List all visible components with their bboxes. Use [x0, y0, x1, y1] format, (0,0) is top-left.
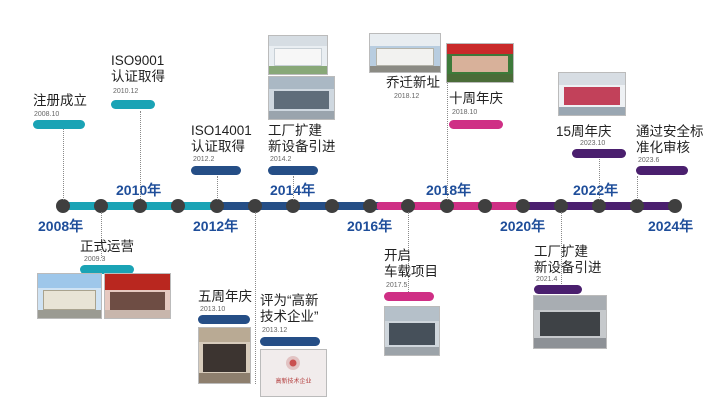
year-label-2008: 2008年 [38, 218, 84, 234]
year-label-2020: 2020年 [500, 218, 546, 234]
event-title: 通过安全标 [636, 124, 704, 139]
certificate-photo: 高新技术企业 [260, 349, 327, 397]
event-title: 认证取得 [111, 69, 165, 84]
new-equipment-photo [268, 76, 335, 120]
event-title: ISO9001 [111, 53, 165, 68]
event-date-bar [449, 120, 503, 129]
timeline-node [133, 199, 147, 213]
year-label-2010: 2010年 [116, 182, 162, 198]
connector-line [561, 212, 562, 292]
certificate-text: 高新技术企业 [275, 379, 312, 385]
timeline-node [325, 199, 339, 213]
timeline-node [171, 199, 185, 213]
event-date: 2010.12 [113, 88, 139, 95]
tenth-anniversary-group-photo [446, 43, 514, 83]
event-date-bar [33, 120, 85, 129]
fifteenth-anniversary-photo [558, 72, 626, 116]
certificate-emblem-icon [286, 356, 300, 370]
event-date: 2018.12 [394, 93, 420, 100]
event-date: 2012.2 [193, 156, 215, 163]
year-label-2016: 2016年 [347, 218, 393, 234]
event-date: 2018.10 [452, 109, 478, 116]
new-site-building-photo [369, 33, 441, 73]
timeline-node [516, 199, 530, 213]
event-title: 车载项目 [384, 264, 438, 279]
event-date-bar [191, 166, 241, 175]
event-title: 评为“高新 [260, 293, 319, 308]
event-title: 新设备引进 [534, 260, 602, 275]
event-title: 注册成立 [33, 93, 87, 108]
year-label-2024: 2024年 [648, 218, 694, 234]
factory-interior-photo [268, 35, 328, 75]
timeline-node [668, 199, 682, 213]
year-label-2022: 2022年 [573, 182, 619, 198]
year-label-2012: 2012年 [193, 218, 239, 234]
event-date-bar [534, 285, 582, 294]
connector-line [408, 212, 409, 292]
event-date: 2021.4 [536, 276, 558, 283]
timeline-node [401, 199, 415, 213]
anniversary-group-photo [198, 327, 251, 384]
timeline-node [248, 199, 262, 213]
event-title: 15周年庆 [556, 124, 612, 139]
event-title: 十周年庆 [449, 91, 503, 106]
connector-line [637, 176, 638, 200]
event-title: 五周年庆 [198, 289, 252, 304]
connector-line [217, 176, 218, 200]
event-date: 2009.3 [84, 256, 106, 263]
opening-ceremony-photo [104, 273, 171, 319]
event-date-bar [268, 166, 318, 175]
event-date-bar [572, 149, 626, 158]
event-title: 工厂扩建 [534, 244, 588, 259]
event-date-bar [198, 315, 250, 324]
timeline-node [440, 199, 454, 213]
event-title: 开启 [384, 248, 411, 263]
year-label-2014: 2014年 [270, 182, 316, 198]
event-date: 2023.10 [580, 140, 606, 147]
event-date: 2013.10 [200, 306, 226, 313]
connector-line [255, 212, 256, 384]
event-date-bar [260, 337, 320, 346]
connector-line [447, 82, 448, 200]
timeline-node [94, 199, 108, 213]
event-date-bar [111, 100, 155, 109]
event-date-bar [384, 292, 434, 301]
connector-line [293, 176, 294, 200]
timeline-node [592, 199, 606, 213]
factory-building-photo [37, 273, 102, 319]
event-title: 正式运营 [80, 239, 134, 254]
event-title: 新设备引进 [268, 139, 336, 154]
event-date: 2013.12 [262, 327, 288, 334]
event-title: 准化审核 [636, 140, 690, 155]
connector-line [140, 111, 141, 199]
event-title: 乔迁新址 [386, 75, 440, 90]
event-title: 技术企业” [260, 309, 319, 324]
event-date-bar [636, 166, 688, 175]
event-date: 2023.6 [638, 157, 660, 164]
year-label-2018: 2018年 [426, 182, 472, 198]
event-date-bar [80, 265, 134, 274]
connector-line [599, 159, 600, 200]
event-date: 2017.5 [386, 282, 408, 289]
timeline-node [554, 199, 568, 213]
connector-line [101, 212, 102, 258]
timeline-node [363, 199, 377, 213]
timeline-node [210, 199, 224, 213]
vehicle-project-photo [384, 306, 440, 356]
timeline-node [630, 199, 644, 213]
event-title: ISO14001 [191, 123, 252, 138]
timeline-node [478, 199, 492, 213]
event-title: 认证取得 [191, 139, 245, 154]
timeline-node [56, 199, 70, 213]
event-title: 工厂扩建 [268, 123, 322, 138]
timeline-node [286, 199, 300, 213]
event-date: 2008.10 [34, 111, 60, 118]
connector-line [63, 122, 64, 200]
event-date: 2014.2 [270, 156, 292, 163]
equipment-2021-photo [533, 295, 607, 349]
